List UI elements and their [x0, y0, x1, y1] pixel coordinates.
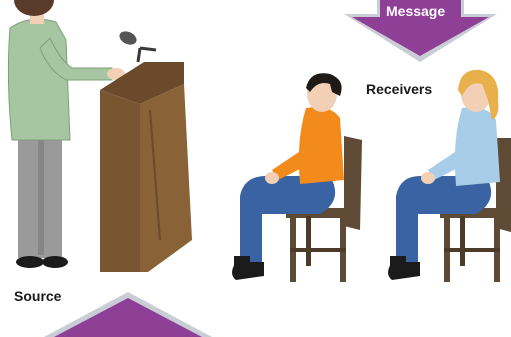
receiver-figure-1: [232, 73, 362, 282]
receiver-figure-2: [388, 70, 511, 282]
source-label: Source: [14, 288, 61, 304]
receivers-label: Receivers: [366, 81, 432, 97]
microphone-icon: [117, 29, 156, 62]
source-arrow: [44, 292, 212, 337]
message-label: Message: [386, 3, 445, 19]
podium: [100, 29, 192, 272]
